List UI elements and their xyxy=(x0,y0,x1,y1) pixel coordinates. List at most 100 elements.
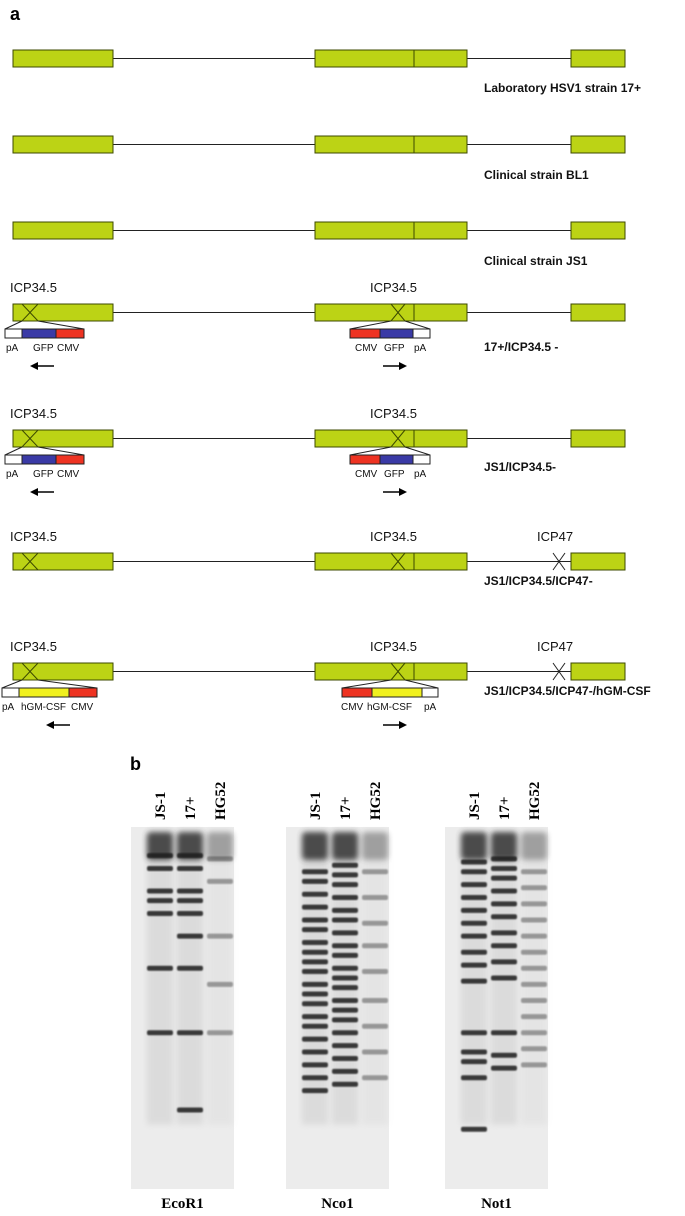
gel-band xyxy=(461,882,487,888)
insert-segment xyxy=(55,454,85,465)
insert-label: pA xyxy=(2,702,15,713)
deletion-mark xyxy=(21,662,39,681)
gene-box xyxy=(314,49,416,68)
gene-box xyxy=(413,429,468,448)
gel-band xyxy=(362,1049,388,1055)
deletion-mark xyxy=(21,303,39,322)
gel-band xyxy=(332,1068,358,1074)
gene-box xyxy=(314,552,416,571)
gel-band xyxy=(362,998,388,1003)
well-band xyxy=(362,832,388,860)
gel-lane: JS-1 xyxy=(302,792,328,1125)
gel-band xyxy=(302,1075,328,1081)
gel-band xyxy=(461,894,487,900)
gel-band xyxy=(461,1126,487,1132)
gel-band xyxy=(332,943,358,949)
insert-segment xyxy=(18,687,70,698)
gel-band xyxy=(302,981,328,987)
enzyme-label: Not1 xyxy=(481,1196,512,1212)
insert-segment xyxy=(4,328,23,339)
gene-box xyxy=(314,135,416,154)
gel-band xyxy=(521,885,547,891)
gel-band xyxy=(147,853,173,859)
gel-band xyxy=(491,1052,517,1058)
lane-label: HG52 xyxy=(527,782,543,820)
arrow-head xyxy=(399,721,407,729)
gel-band xyxy=(461,869,487,875)
gel-band xyxy=(491,1065,517,1071)
gel-band xyxy=(302,1001,328,1007)
gene-box xyxy=(570,303,626,322)
insert-wedge xyxy=(4,320,23,330)
insert-wedge xyxy=(404,446,431,456)
gel-band xyxy=(147,1030,173,1036)
gel-band xyxy=(302,927,328,933)
well-band xyxy=(207,832,233,860)
gel-band xyxy=(207,1030,233,1036)
lane-label: JS-1 xyxy=(467,792,483,820)
gel-band xyxy=(362,969,388,975)
gene-box xyxy=(413,135,468,154)
lane-smear xyxy=(177,835,203,1125)
gene-box xyxy=(413,662,468,681)
deletion-mark xyxy=(21,429,39,448)
insert-label: pA xyxy=(6,343,19,354)
gel-band xyxy=(332,862,358,868)
gene-label: ICP34.5 xyxy=(10,280,57,295)
gene-label: ICP34.5 xyxy=(370,529,417,544)
gel-band xyxy=(177,911,203,917)
gel-band xyxy=(521,998,547,1003)
gel-band xyxy=(491,901,517,907)
gene-box xyxy=(413,552,468,571)
insert-label: GFP xyxy=(384,343,405,354)
gene-box xyxy=(12,429,114,448)
gel-band xyxy=(302,940,328,946)
gel-band xyxy=(332,882,358,888)
gel-band xyxy=(302,878,328,884)
gene-box xyxy=(570,135,626,154)
gel-band xyxy=(521,1046,547,1052)
gene-box xyxy=(570,429,626,448)
gel-band xyxy=(302,891,328,897)
insert-label: CMV xyxy=(71,702,94,713)
insert-label: CMV xyxy=(355,469,378,480)
arrow-head xyxy=(30,362,38,370)
genome-row: Clinical strain BL1 xyxy=(12,135,626,182)
gene-box xyxy=(314,303,416,322)
gel-band xyxy=(332,952,358,958)
lane-label: 17+ xyxy=(497,796,513,820)
gene-label: ICP34.5 xyxy=(10,406,57,421)
gel-band xyxy=(177,888,203,894)
panel-a-label: a xyxy=(10,4,21,24)
insert-segment xyxy=(1,687,20,698)
well-band xyxy=(461,832,487,860)
gel-band xyxy=(207,856,233,862)
insert-segment xyxy=(68,687,98,698)
gel-band xyxy=(461,962,487,968)
gel-band xyxy=(177,1030,203,1036)
gene-box xyxy=(570,662,626,681)
lane-label: JS-1 xyxy=(153,792,169,820)
gel-band xyxy=(521,1014,547,1020)
deletion-mark xyxy=(390,303,406,322)
gel-band xyxy=(461,1075,487,1081)
gel-band xyxy=(302,1036,328,1042)
insert-label: CMV xyxy=(57,343,80,354)
gene-box xyxy=(413,303,468,322)
deletion-mark xyxy=(390,662,406,681)
insert-segment xyxy=(421,687,439,698)
gel-band xyxy=(461,1049,487,1055)
gel-band xyxy=(461,978,487,984)
gel-band xyxy=(461,1030,487,1036)
gel-band xyxy=(177,965,203,971)
insert-wedge xyxy=(349,320,392,330)
gel-band xyxy=(302,969,328,975)
gene-label: ICP47 xyxy=(537,639,573,654)
